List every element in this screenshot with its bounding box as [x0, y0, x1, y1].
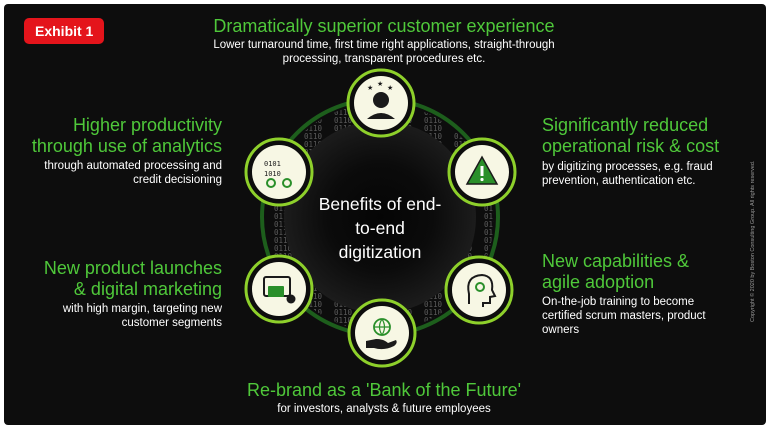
benefit-capabilities-desc-line3: owners — [542, 324, 580, 336]
benefit-capabilities-desc-line2: certified scrum masters, product — [542, 310, 706, 322]
svg-text:★: ★ — [377, 80, 383, 88]
benefit-launches-desc: with high margin, targeting new customer… — [8, 302, 222, 330]
benefit-risk-title: Significantly reduced operational risk &… — [542, 115, 762, 157]
hub-label-line1: Benefits of end- — [318, 194, 442, 214]
svg-text:0101: 0101 — [264, 160, 281, 168]
benefit-risk-desc-line2: prevention, authentication etc. — [542, 175, 696, 187]
benefit-productivity-desc: through automated processing and credit … — [8, 159, 222, 187]
benefit-productivity-title-line1: Higher productivity — [72, 115, 222, 135]
screen-card-icon — [244, 254, 314, 324]
head-gears-icon — [444, 255, 514, 325]
benefit-capabilities-title-line2: agile adoption — [542, 272, 655, 292]
benefit-risk-desc-line1: by digitizing processes, e.g. fraud — [542, 161, 713, 173]
hub-label-line2: to-end — [355, 218, 405, 238]
hand-globe-icon — [347, 298, 417, 368]
person-with-stars-icon: ★ ★ ★ — [346, 68, 416, 138]
benefit-customer-title: Dramatically superior customer experienc… — [213, 16, 555, 36]
copyright-notice: Copyright © 2020 by Boston Consulting Gr… — [750, 160, 756, 323]
svg-text:★: ★ — [367, 84, 373, 92]
benefit-capabilities-title-line1: New capabilities & — [542, 251, 690, 271]
warning-icon — [447, 137, 517, 207]
benefit-rebrand-desc: for investors, analysts & future employe… — [277, 403, 491, 415]
svg-text:★: ★ — [387, 84, 393, 92]
benefit-customer-desc-line2: processing, transparent procedures etc. — [282, 53, 486, 65]
binary-gears-icon: 0101 1010 — [244, 137, 314, 207]
benefit-productivity-desc-line2: credit decisioning — [133, 174, 222, 186]
benefit-risk-title-line1: Significantly reduced — [542, 115, 709, 135]
benefit-risk-title-line2: operational risk & cost — [542, 136, 720, 156]
benefit-rebrand-title: Re-brand as a 'Bank of the Future' — [246, 380, 522, 400]
benefit-launches-desc-line1: with high margin, targeting new — [62, 303, 222, 315]
benefit-customer-desc-line1: Lower turnaround time, first time right … — [213, 39, 555, 51]
benefit-productivity-title-line2: through use of analytics — [31, 136, 222, 156]
benefit-launches-title: New product launches & digital marketing — [8, 258, 222, 300]
benefit-productivity-title: Higher productivity through use of analy… — [8, 115, 222, 157]
benefit-launches-title-line2: & digital marketing — [73, 279, 222, 299]
hub-core — [284, 121, 476, 313]
benefit-launches-desc-line2: customer segments — [121, 317, 222, 329]
benefit-launches-title-line1: New product launches — [43, 258, 222, 278]
benefit-productivity-desc-line1: through automated processing and — [44, 160, 222, 172]
benefit-capabilities-desc-line1: On-the-job training to become — [542, 296, 695, 308]
svg-text:1010: 1010 — [264, 170, 281, 178]
hub-label: Benefits of end- to-end digitization — [292, 192, 468, 264]
hub-label-line3: digitization — [338, 242, 422, 262]
exhibit-badge: Exhibit 1 — [24, 18, 105, 44]
benefit-risk-desc: by digitizing processes, e.g. fraud prev… — [542, 160, 762, 188]
benefit-customer-desc: Lower turnaround time, first time right … — [154, 38, 614, 66]
benefit-capabilities-desc: On-the-job training to become certified … — [542, 295, 762, 337]
benefit-capabilities-title: New capabilities & agile adoption — [542, 251, 762, 293]
